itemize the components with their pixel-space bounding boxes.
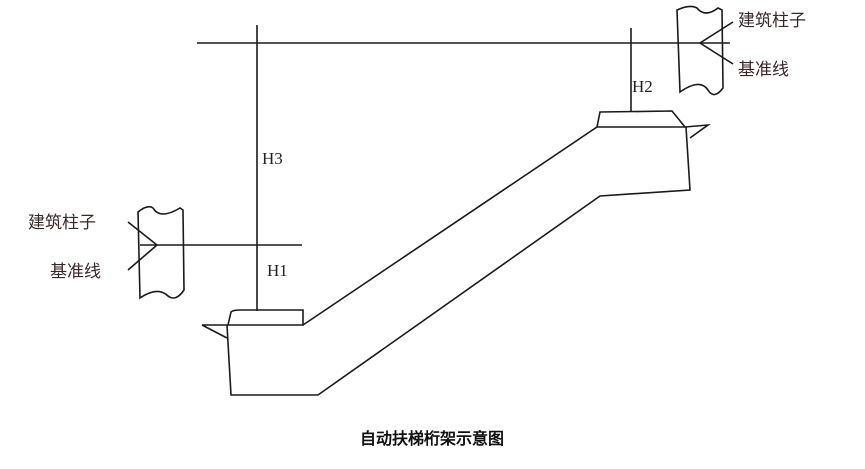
- lower-landing: [226, 309, 304, 326]
- right-building-column: [676, 5, 724, 96]
- right-datum-label: 基准线: [738, 60, 789, 80]
- left-datum-label: 基准线: [50, 262, 101, 282]
- right-datum-marker: [698, 21, 734, 65]
- left-column-label: 建筑柱子: [28, 213, 96, 233]
- truss-outline: [226, 126, 691, 396]
- upper-landing-marker: [684, 123, 711, 139]
- figure-caption: 自动扶梯桁架示意图: [360, 429, 504, 448]
- left-datum-marker: [127, 221, 159, 271]
- lower-landing-marker: [201, 324, 228, 339]
- left-building-column: [137, 205, 185, 300]
- right-column-label: 建筑柱子: [738, 11, 806, 31]
- upper-landing: [596, 110, 687, 128]
- h1-label: H1: [267, 261, 288, 280]
- h3-label: H3: [262, 149, 283, 168]
- h2-label: H2: [632, 77, 653, 96]
